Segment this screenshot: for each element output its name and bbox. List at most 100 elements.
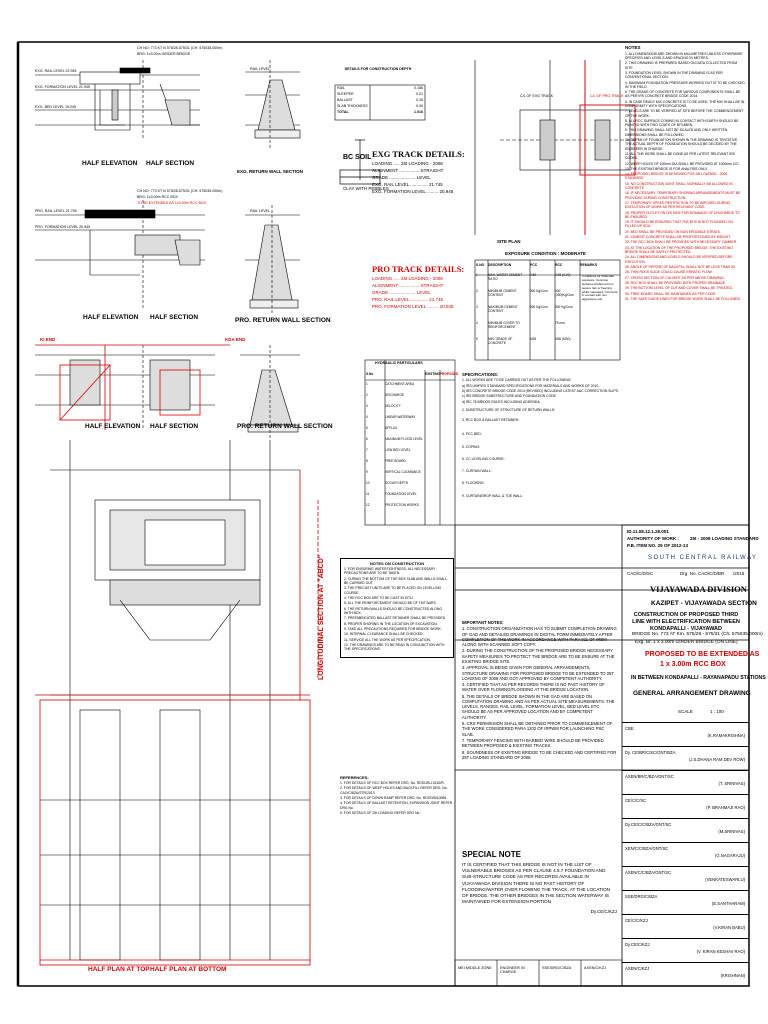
table-cell: PROTECTION WORKS <box>385 503 419 507</box>
table-cell: SCOUR DEPTH <box>385 481 409 485</box>
label-site-plan: SITE PLAN <box>497 239 521 244</box>
exg-track-rail-level: EXG. RAIL LEVEL .............. 21.745 <box>372 182 443 188</box>
label-clay-pebbles: CLAY WITH PEBBLES <box>343 186 389 191</box>
table-cell: MINIMUM CEMENT CONTENT <box>488 289 517 297</box>
exposure-table: S.NO DESCRIPTION PCC RCC REMARKS 1 MAX. … <box>476 263 620 345</box>
table-cell: 10 <box>366 481 370 485</box>
tb-sign-name: (M.SRINIVAS) <box>718 829 745 834</box>
references-heading: REFERENCES: <box>340 775 369 780</box>
pro-track-heading: PRO TRACK DETAILS: <box>372 264 465 274</box>
tb-sign-role: XEN/C/C/BZA/GNT/SC <box>625 846 669 851</box>
pro-track-alignment: ALIGNMENT ................ STRAIGHT <box>372 283 444 289</box>
table-cell: 500 Kg/Cum <box>555 305 573 309</box>
annotation-exg-formation: EXG. FORMATION LEVEL 21.945 <box>35 85 90 89</box>
annotation-ch-2: CH NO: 773 KT N 575/28-575/31 (CH: 57503… <box>137 189 223 193</box>
annotation-ch-1: CH NO: 773 KT N 575/28-575/31 (CH: 57503… <box>137 46 223 50</box>
label-half-plan-top: HALF PLAN AT TOP <box>88 966 150 973</box>
table-cell: 400 (350)Kg/Cum <box>555 289 574 297</box>
table-cell: 2 <box>476 289 478 293</box>
note-item: 5. THE GRADE OF CONCRETE FOR VARIOUS COM… <box>625 90 741 99</box>
spec-item: 1. ALL WORKS ARE TO BE CARRIED OUT AS PE… <box>462 378 572 383</box>
tb-id-line: ID.11.08.12.1.28.001 <box>627 529 669 534</box>
table-cell: LOW BED LEVEL <box>385 448 411 452</box>
specifications-block: SPECIFICATIONS: 1. ALL WORKS ARE TO BE C… <box>462 372 620 499</box>
table-cell: 5 <box>476 337 478 341</box>
tb-sign-role: AXEN/C/C/BZA/GNT/SC <box>625 870 672 875</box>
tb-sign-role: AXEN/C/KZJ <box>625 966 650 971</box>
tb-division: VIJAYAWADA DIVISION <box>650 584 747 594</box>
note-item: 4. MAXIMUM FOUNDATION PRESSURE WORKED OU… <box>625 80 745 89</box>
tb-sign-row: AXEN/C/C/BZA/GNT/SC(VENKATESWARLU) <box>622 866 749 882</box>
table-cell: 8 <box>366 459 368 463</box>
table-cell: M35 (M30) <box>555 337 571 341</box>
exg-track-grade: GRADE ..................... LEVEL <box>372 175 431 181</box>
table-cell: CATCHMENT AREA <box>385 382 415 386</box>
annotation-rail-2: RAIL LEVEL <box>250 209 271 213</box>
spec-item: a) IRS UNIFIED STANDARD SPECIFICATIONS F… <box>462 383 600 388</box>
table-cell: 75 mm <box>555 321 565 325</box>
tb-sign-row: Dy.CE/C/KZJ(V. KIRAN KESHAV RAO) <box>622 938 749 954</box>
tb-sign-row: Dy. CE/BR/C/SC/GNT/BZA(J.S.DHANA RAM DEV… <box>622 746 749 762</box>
table-cell: VELOCITY <box>385 404 401 408</box>
important-note: 3. APPROVAL IS BEING GIVEN FOR GENERAL A… <box>462 665 614 681</box>
specifications-heading: SPECIFICATIONS: <box>462 372 499 377</box>
table-row: 7 LOW BED LEVEL <box>366 448 455 452</box>
references-block: REFERENCES: 1. FOR DETAILS OF RCC BOX RE… <box>340 775 455 816</box>
tb-railway: SOUTH CENTRAL RAILWAY <box>648 555 758 561</box>
label-bc-soil: BC SOIL <box>343 154 372 161</box>
tb-pb-item: P.B. ITEM NO. 25 OF 2012-13 <box>627 543 688 548</box>
tb-sign-role: CBE <box>625 726 634 731</box>
annotation-bridge-1: BRG: 1x3.00m GIRDER BRIDGE <box>137 52 191 56</box>
table-cell: DISCHARGE <box>385 393 404 397</box>
tb-scale-label: SCALE <box>678 709 693 714</box>
annotation-pro-formation: PRO. FORMATION LEVEL 20.945 <box>35 225 91 229</box>
table-cell: MAXIMUM CEMENT CONTENT <box>488 305 518 313</box>
label-half-section-3: HALF SECTION <box>150 423 199 430</box>
important-notes-block: IMPORTANT NOTES: 1. CONSTRUCTION ORGANIZ… <box>462 620 617 761</box>
table-cell: 7 <box>366 448 368 452</box>
pro-track-rail-level: PRO. RAIL LEVEL .............. 21.745 <box>372 297 443 303</box>
tb-authority: AUTHORITY OF WORK : <box>627 536 679 541</box>
important-note: 8. SOUNDNESS OF EXISTING BRIDGE TO BE CH… <box>462 749 617 760</box>
construction-note: 5. ALL THE REINFORCEMENT SHOULD BE OF TM… <box>344 601 437 606</box>
construction-note: 9. TAKE ALL PRECAUTIONS REQUIRED FOR BRI… <box>344 626 442 631</box>
exg-track-heading: EXG TRACK DETAILS: <box>372 149 465 159</box>
table-cell: MINIMUM COVER TO REINFORCEMENT <box>488 321 520 329</box>
spec-item: 4. PCC BED: <box>462 432 482 437</box>
table-row: 5 MIN. GRADE OF CONCRETE M25 M35 (M30) <box>476 337 620 345</box>
tb-sign-row: XEN/C/C/BZA/GNT/SC(G.NAGARAJU) <box>622 842 749 858</box>
table-header-cell: REMARKS <box>580 263 598 267</box>
annotation-bridge-2: BRG: 1x3.00m RCC BOX <box>137 195 178 199</box>
construction-note: 7. PREFABRICATED BALLAST RETAINER SHALL … <box>344 616 446 621</box>
label-longitudinal-section: LONGITUDINAL SECTION AT "ABCD" <box>318 554 325 680</box>
note-item: 3. FOUNDATION LEVEL SHOWN IN THE DRAWING… <box>625 70 723 80</box>
table-cell: 1 <box>476 273 478 277</box>
tb-sign-name: (KRISHNAN) <box>720 973 745 978</box>
note-item: 9. THIS DRAWING SHALL NOT BE SCALED AND … <box>625 128 728 137</box>
note-item-red: 25. ANGLE OF REPOSE OF BACKFILL SHALL NO… <box>625 264 736 269</box>
exg-track-formation: EXG. FORMATION LEVEL ......... 20.945 <box>372 189 454 195</box>
table-cell: RAIL <box>337 86 345 90</box>
annotation-cl-pro-track: C/L OF PRO TRACK <box>590 94 624 98</box>
tb-drawing-type: GENERAL ARRANGEMENT DRAWING <box>633 690 751 697</box>
table-cell: 0.45 (0.40) <box>555 273 571 277</box>
construction-notes-heading: NOTES ON CONSTRUCTION <box>369 561 425 566</box>
tb-sign-role: CE/C/C/KZJ <box>625 918 648 923</box>
rev-col-3: SSE/DRG/C/BZA <box>542 966 572 970</box>
tb-drg-no: Drg. No. CAO/C/D/BR <box>680 571 725 576</box>
tb-sign-row: SSE/DRG/C/BZA(E.SANTHARAM) <box>622 890 749 906</box>
annotation-end-right: KDA END <box>225 337 246 342</box>
important-note: 7. TEMPORARY FENCING WITH BARBED WIRE SH… <box>462 737 604 749</box>
